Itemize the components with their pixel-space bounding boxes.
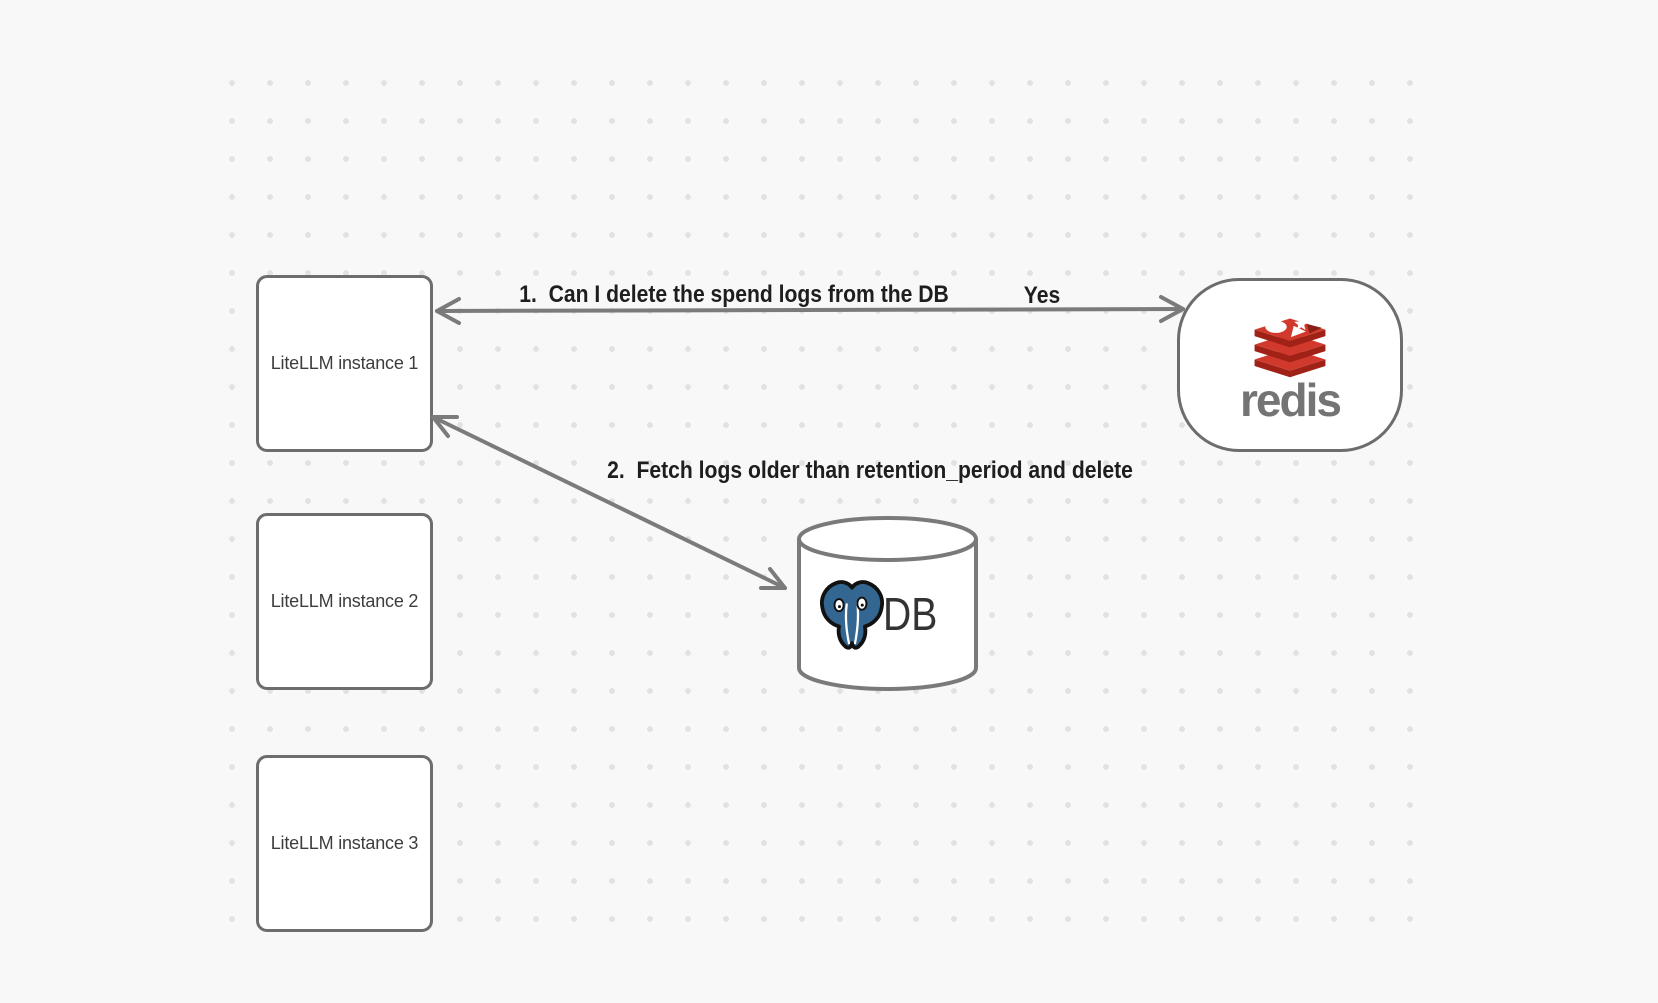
node-label: LiteLLM instance 1 — [270, 353, 419, 373]
node-litellm-instance-1: LiteLLM instance 1 — [256, 275, 433, 452]
edge2-label: 2. Fetch logs older than retention_perio… — [607, 457, 1133, 484]
node-database: DB — [795, 515, 981, 693]
redis-wordmark: redis — [1240, 373, 1342, 426]
node-redis: redis — [1177, 278, 1403, 452]
node-label: LiteLLM instance 3 — [270, 833, 419, 853]
database-cylinder-icon — [797, 516, 978, 691]
node-litellm-instance-2: LiteLLM instance 2 — [256, 513, 433, 690]
edge1-response-label: Yes — [1023, 282, 1061, 309]
redis-stack-icon — [1254, 316, 1326, 377]
edge1-label: 1. Can I delete the spend logs from the … — [519, 281, 949, 308]
node-label: LiteLLM instance 2 — [270, 591, 419, 611]
node-litellm-instance-3: LiteLLM instance 3 — [256, 755, 433, 932]
postgresql-elephant-icon — [819, 580, 885, 650]
db-label: DB — [883, 588, 938, 640]
